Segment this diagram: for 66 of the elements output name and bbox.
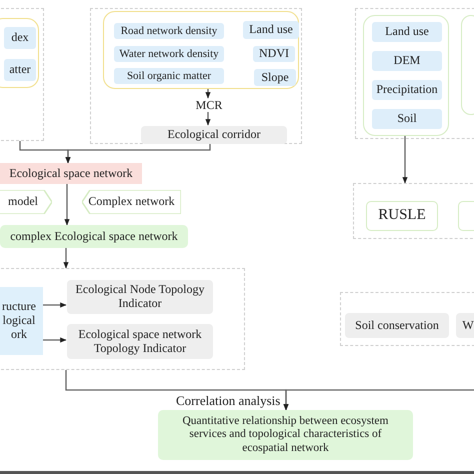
box-label: Ecological corridor <box>168 128 260 142</box>
dashed-panel <box>90 8 302 144</box>
rounded-group-box <box>363 15 449 136</box>
process-box <box>0 163 142 184</box>
rounded-group-box <box>103 11 299 89</box>
chevron-box <box>0 190 52 214</box>
dashed-panel <box>340 292 474 346</box>
box-label: DEM <box>394 54 420 68</box>
edge-label: Correlation analysis <box>176 393 280 409</box>
arrow <box>42 337 67 343</box>
box-label: Soil <box>397 112 417 126</box>
dashed-panel <box>355 8 474 139</box>
process-box <box>158 410 413 460</box>
input-box <box>114 46 224 62</box>
input-box <box>372 51 442 71</box>
input-box <box>243 21 299 39</box>
dashed-panel <box>0 8 44 141</box>
box-label: Soil conservation <box>355 318 439 332</box>
box-label: Land use <box>249 23 293 37</box>
box-label: Quantitative relationship between ecosystem services and topological characteristics of ecospatial network <box>182 415 390 455</box>
box-label: dex <box>11 31 29 45</box>
box-label: Precipitation <box>376 83 438 97</box>
input-box <box>372 80 442 100</box>
process-box <box>67 280 213 314</box>
box-label: complex Ecological space network <box>10 230 178 244</box>
input-box <box>253 46 295 62</box>
arrow <box>205 88 211 99</box>
box-label: atter <box>9 63 31 77</box>
process-box <box>67 324 213 359</box>
arrow <box>65 143 211 164</box>
box-label: NDVI <box>259 47 289 61</box>
box-label: ructure logical ork <box>1 300 37 342</box>
input-box <box>4 59 36 81</box>
bare-text-label: MCR <box>196 99 222 113</box>
input-box <box>4 27 36 49</box>
process-box <box>366 201 438 231</box>
box-label: Soil organic matter <box>126 70 212 82</box>
box-label: Ecological Node Topology Indicator <box>74 283 206 311</box>
arrow <box>42 302 67 308</box>
box-label: Water network density <box>119 48 219 60</box>
input-box <box>254 69 296 86</box>
arrow <box>64 184 70 226</box>
input-box <box>372 22 442 42</box>
box-label: W <box>462 318 474 332</box>
arrow <box>63 248 69 269</box>
box-label: Complex network <box>88 195 175 209</box>
box-label: Land use <box>385 25 429 39</box>
arrow <box>205 112 211 126</box>
process-box <box>0 287 43 355</box>
box-label: model <box>8 195 38 209</box>
input-box <box>114 68 224 84</box>
dashed-panel <box>0 268 245 370</box>
rounded-group-box <box>0 18 39 88</box>
input-box <box>372 109 442 129</box>
box-label: Ecological space network <box>9 166 133 180</box>
chevron-box <box>82 190 181 214</box>
process-box <box>0 225 188 248</box>
box-label: Road network density <box>120 24 218 38</box>
dashed-panel <box>353 183 474 239</box>
box-label: Ecological space network Topology Indicator <box>77 328 203 356</box>
arrow <box>402 135 408 184</box>
process-box <box>141 126 287 144</box>
box-label: RUSLE <box>378 207 426 225</box>
box-label: Slope <box>261 70 289 84</box>
arrow <box>283 389 474 411</box>
input-box <box>114 23 224 39</box>
